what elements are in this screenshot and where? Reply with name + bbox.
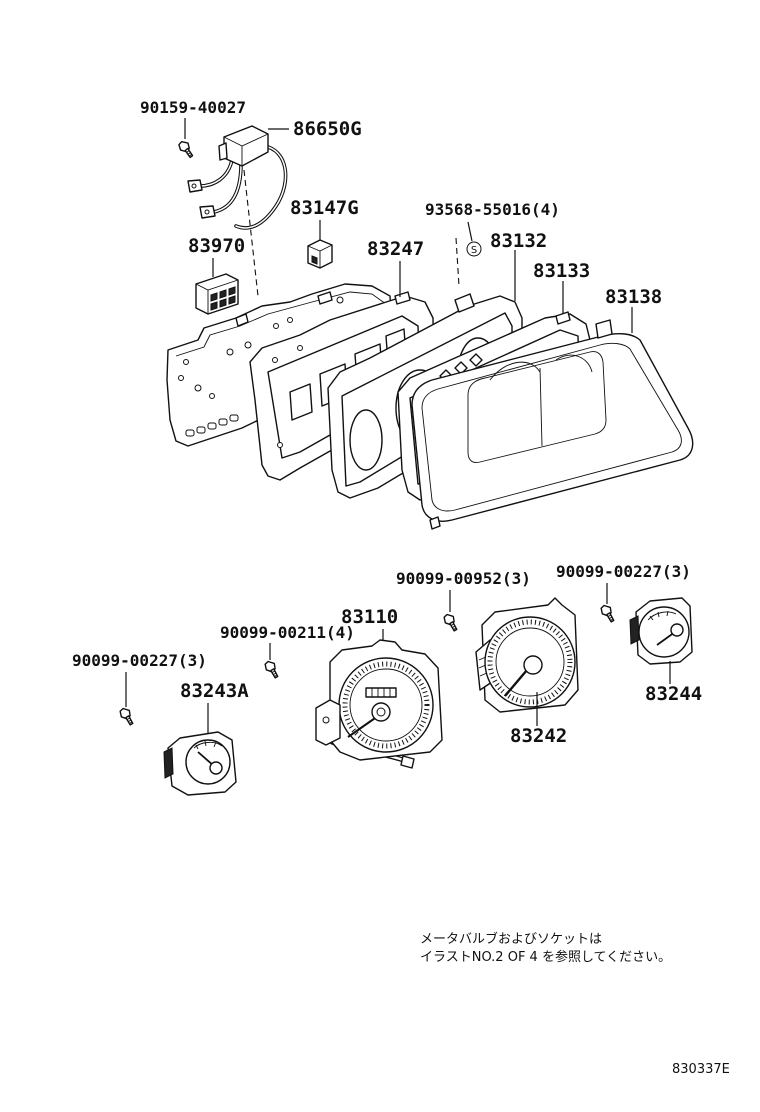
callout-83243a: 83243A bbox=[180, 680, 249, 702]
part-83243a bbox=[163, 731, 237, 796]
part-83242 bbox=[475, 597, 579, 713]
part-83147g bbox=[307, 239, 333, 269]
relay-mount-dashed-line bbox=[243, 169, 259, 297]
part-83138 bbox=[411, 319, 694, 530]
callout-90099-00211: 90099-00211(4) bbox=[220, 623, 355, 642]
screw-90159-40027 bbox=[175, 138, 198, 159]
screw-symbol-93568-55016: S bbox=[466, 241, 482, 257]
screw-93568-dashed-line bbox=[455, 237, 460, 287]
callout-83147g: 83147G bbox=[290, 197, 359, 219]
callout-90159-40027: 90159-40027 bbox=[140, 98, 246, 117]
part-83970 bbox=[195, 273, 239, 315]
part-83244 bbox=[629, 597, 693, 665]
illustration-id: 830337E bbox=[672, 1062, 730, 1077]
callout-93568-55016: 93568-55016(4) bbox=[425, 200, 560, 219]
callout-83133: 83133 bbox=[533, 260, 590, 282]
part-86650g bbox=[187, 125, 288, 230]
callout-90099-00227-right: 90099-00227(3) bbox=[556, 562, 691, 581]
callout-86650g: 86650G bbox=[293, 118, 362, 140]
screw-90099-00211 bbox=[261, 658, 284, 680]
callout-83970: 83970 bbox=[188, 235, 245, 257]
callout-83138: 83138 bbox=[605, 286, 662, 308]
callout-83242: 83242 bbox=[510, 725, 567, 747]
note-line-2: イラストNO.2 OF 4 を参照してください。 bbox=[420, 949, 671, 965]
callout-83247: 83247 bbox=[367, 238, 424, 260]
callout-90099-00227-left: 90099-00227(3) bbox=[72, 651, 207, 670]
note-line-1: メータバルブおよびソケットは bbox=[420, 931, 602, 947]
callout-83132: 83132 bbox=[490, 230, 547, 252]
screw-90099-00227-right bbox=[597, 602, 620, 624]
callout-83244: 83244 bbox=[645, 683, 702, 705]
callout-83110: 83110 bbox=[341, 606, 398, 628]
screw-90099-00952 bbox=[440, 611, 463, 633]
leader-93568-55016 bbox=[467, 221, 473, 242]
screw-90099-00227-left bbox=[116, 705, 139, 727]
screw-symbol-letter: S bbox=[471, 245, 477, 256]
callout-90099-00952: 90099-00952(3) bbox=[396, 569, 531, 588]
part-83110 bbox=[315, 639, 443, 769]
